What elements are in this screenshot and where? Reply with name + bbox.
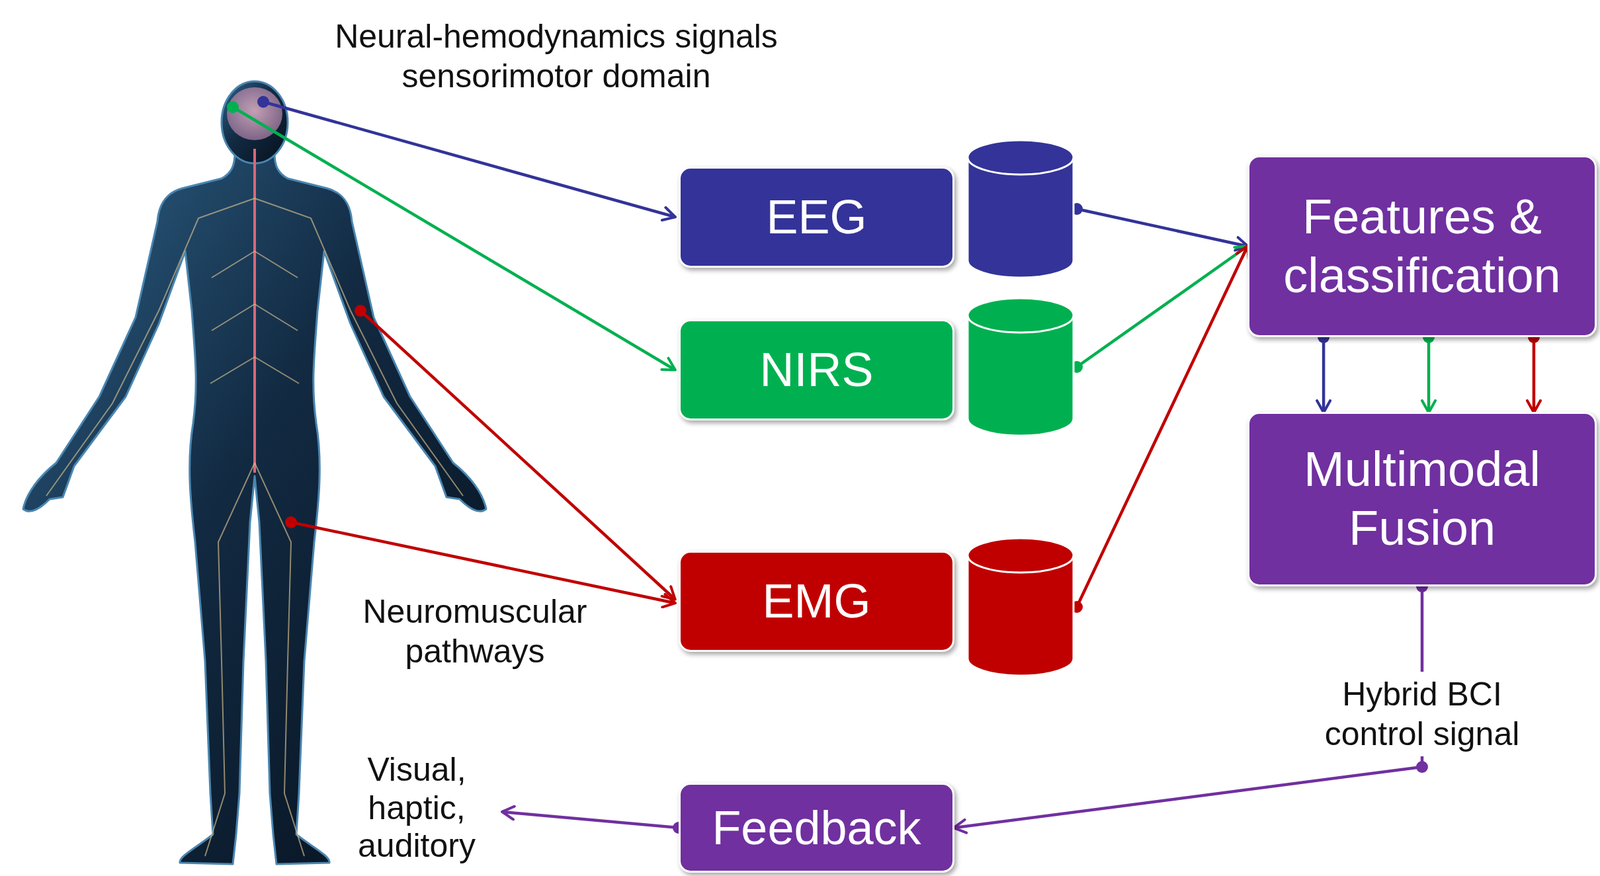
box-face: Features & classification (1247, 155, 1597, 338)
node-label: Feedback (711, 799, 921, 857)
connector (1076, 209, 1248, 247)
annotation-text: Visual, haptic, auditory (340, 751, 493, 866)
process-box: Features & classification (1247, 155, 1597, 338)
box-face: EMG (678, 550, 955, 653)
database-cylinder (964, 535, 1077, 679)
sensor-wire (263, 101, 675, 217)
annotation-text: Neural-hemodynamics signals sensorimotor… (304, 16, 808, 96)
sensor-dot (285, 516, 297, 529)
sensor-wire (360, 310, 675, 600)
process-box: Feedback (678, 783, 955, 874)
edge-label: Hybrid BCI control signal (1292, 672, 1552, 757)
annotation-text: Neuromuscular pathways (336, 591, 614, 672)
process-box: EMG (678, 535, 1077, 679)
connector-dot (1416, 761, 1429, 774)
node-label: Features & classification (1263, 187, 1581, 306)
node-label: Multimodal Fusion (1263, 440, 1581, 559)
connector (1322, 337, 1326, 413)
node-label: NIRS (759, 341, 874, 399)
node-label: EMG (761, 572, 871, 630)
box-face: NIRS (678, 319, 955, 421)
cylinder-top (967, 140, 1074, 175)
process-box: NIRS (678, 295, 1077, 439)
node-label: EEG (765, 188, 867, 246)
connector (1427, 337, 1431, 413)
database-cylinder (964, 295, 1077, 439)
connector (1532, 337, 1536, 413)
spinal-cord (253, 148, 256, 473)
sensor-wire (291, 522, 675, 604)
feedback-wire (502, 812, 679, 829)
process-box: EEG (678, 137, 1077, 281)
sensor-wire (232, 107, 675, 370)
database-cylinder (964, 137, 1077, 281)
cylinder-top (967, 298, 1074, 333)
box-face: EEG (678, 166, 955, 268)
connector (1076, 246, 1248, 608)
sensor-dot (226, 101, 239, 114)
box-face: Feedback (678, 783, 955, 874)
process-box: Multimodal Fusion (1247, 412, 1597, 587)
connector (1076, 246, 1248, 368)
cylinder-top (967, 538, 1074, 573)
sensor-dot (354, 304, 367, 317)
sensor-dot (257, 95, 270, 108)
box-face: Multimodal Fusion (1247, 412, 1597, 587)
